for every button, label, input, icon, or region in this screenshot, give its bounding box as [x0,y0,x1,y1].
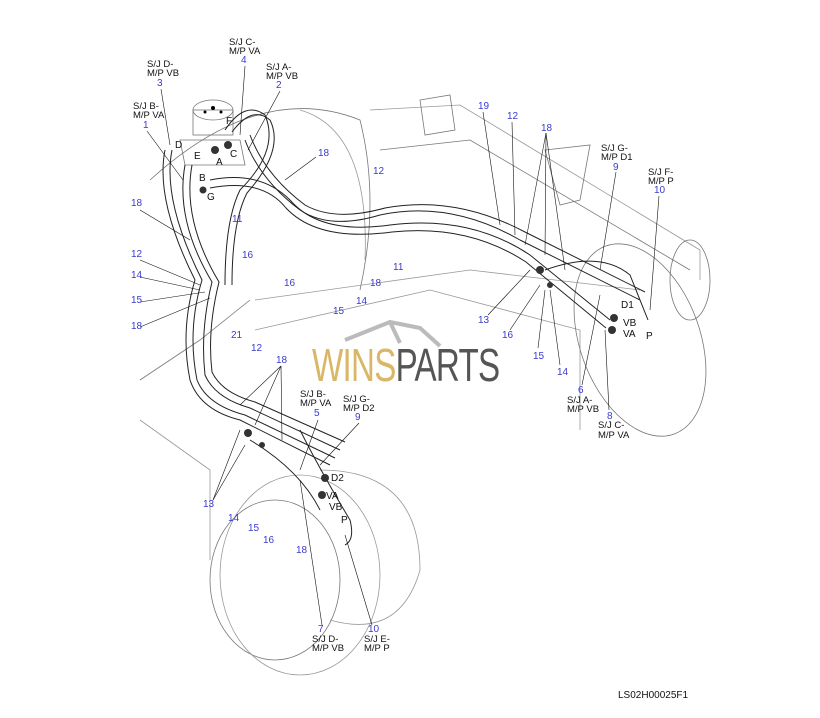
part-number: 11 [393,262,404,273]
part-number: 18 [131,198,143,209]
port-label: P [341,515,348,526]
hoses [162,109,649,546]
callout-label: S/J G- [601,143,628,154]
watermark-part1: WINS [312,339,396,391]
part-number: 12 [373,166,385,177]
callout-number: 10 [654,185,666,196]
part-number: 12 [131,249,143,260]
port-label: B [199,173,206,184]
callout-label: M/P VB [147,68,180,79]
callout-label: S/J C- [229,37,256,48]
bracket-outline [419,94,456,136]
part-number: 14 [131,270,143,281]
callout-label: M/P VB [567,404,600,415]
fittings [199,141,618,499]
callout-label: S/J E- [364,634,390,645]
callout-number: 10 [368,624,380,635]
part-number: 14 [228,513,240,524]
port-label: D [175,140,183,151]
part-number: 21 [231,330,243,341]
right-travel-motor [573,243,707,437]
port-label: D2 [331,473,344,484]
callout-number: 9 [613,162,619,173]
callout-label: M/P VA [229,46,261,57]
callout-label: S/J B- [300,389,326,400]
part-number: 12 [251,343,263,354]
part-number: 11 [232,214,243,225]
callout-number: 9 [355,412,361,423]
port-label: D1 [621,300,634,311]
watermark: WINSPARTS [312,342,500,388]
part-number: 16 [242,250,254,261]
callout-label: M/P D2 [343,403,375,414]
port-label: G [207,192,215,203]
port-label: VA [623,329,636,340]
port-label: F [226,116,233,127]
callout-label: M/P VA [598,430,630,441]
callout-label: M/P VB [312,643,345,654]
callout-number: 1 [143,120,149,131]
callout-number: 8 [607,411,613,422]
left-travel-motor [209,499,341,661]
step-outline [544,144,591,206]
part-number: 12 [507,111,519,122]
callout-label: M/P D1 [601,152,633,163]
port-label: A [216,157,223,168]
callout-label: M/P VB [266,71,299,82]
part-number: 18 [296,545,308,556]
part-number: 15 [131,295,143,306]
callout-label: S/J A- [266,62,292,73]
callout-label: M/P P [648,176,674,187]
port-label: C [230,149,238,160]
part-number: 15 [248,523,260,534]
part-number: 16 [263,535,275,546]
port-label: VB [329,502,343,513]
part-number: 18 [276,355,288,366]
part-number: 16 [502,330,514,341]
callout-number: 5 [314,408,320,419]
part-number: 14 [356,296,368,307]
part-number: 13 [203,499,215,510]
part-number: 16 [284,278,296,289]
part-number: 19 [478,101,490,112]
callout-number: 3 [157,78,163,89]
callout-label: M/P P [364,643,390,654]
watermark-part2: PARTS [395,339,500,391]
part-number: 13 [478,315,490,326]
part-number: 15 [533,351,545,362]
callout-number: 7 [318,624,324,635]
port-label: VB [623,318,637,329]
part-number: 14 [557,367,569,378]
leader-lines [139,65,660,626]
drawing-code: LS02H00025F1 [618,690,689,701]
part-number: 15 [333,306,345,317]
callout-label: M/P VA [133,110,165,121]
part-number: 18 [131,321,143,332]
callout-label: S/J B- [133,101,159,112]
callout-label: S/J D- [147,59,174,70]
swing-ring-outline [149,108,371,291]
callout-label: S/J D- [312,634,339,645]
callout-number: 2 [276,80,282,91]
callout-number: 6 [578,385,584,396]
callout-number: 4 [241,55,247,66]
watermark-logo-arm [344,319,442,348]
part-number: 18 [370,278,382,289]
callout-label: M/P VA [300,398,332,409]
part-number: 18 [318,148,330,159]
port-label: P [646,331,653,342]
callout-label: S/J G- [343,394,370,405]
part-number: 18 [541,123,553,134]
port-label: VA [326,491,339,502]
callout-label: S/J C- [598,420,625,431]
callout-label: S/J F- [648,167,674,178]
port-label: E [194,151,201,162]
callout-label: S/J A- [567,395,593,406]
